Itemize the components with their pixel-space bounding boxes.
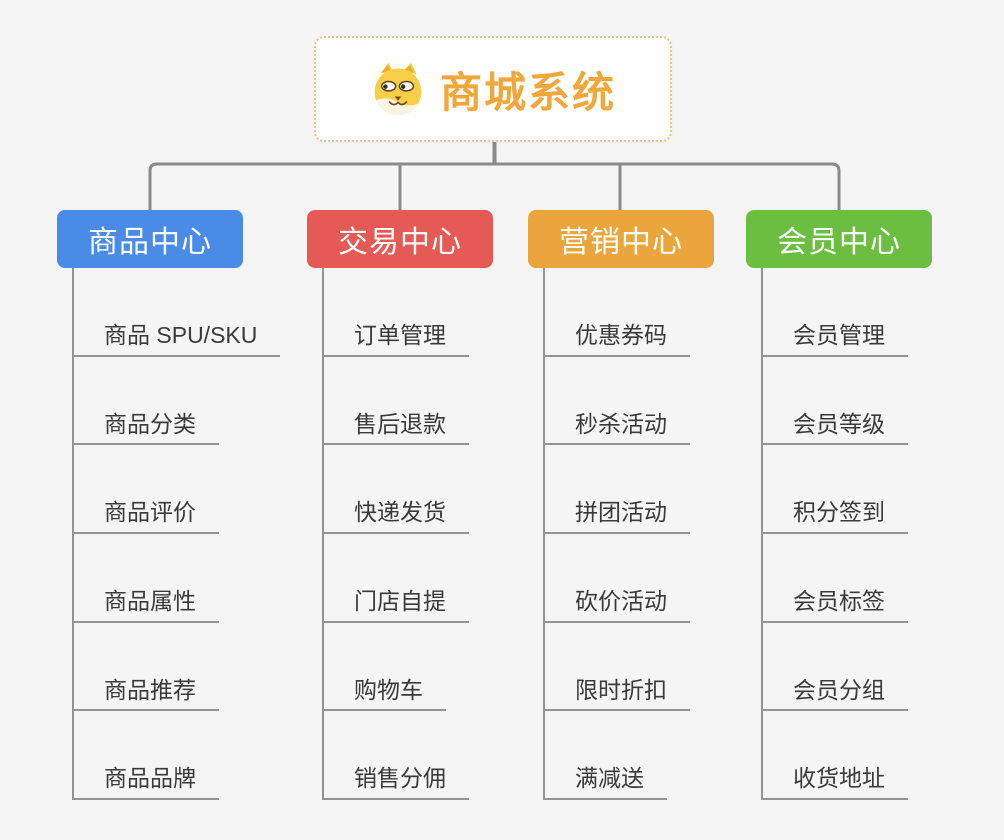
branch-item[interactable]: 销售分佣 <box>307 711 557 801</box>
branch-header-product[interactable]: 商品中心 <box>57 210 243 268</box>
branch-items-member: 会员管理 会员等级 积分签到 会员标签 会员分组 收货地址 <box>746 268 996 801</box>
branch-item[interactable]: 商品属性 <box>57 534 307 623</box>
branch-item[interactable]: 会员标签 <box>746 534 996 623</box>
branch-item-label: 商品属性 <box>72 587 219 623</box>
branch-items-product: 商品 SPU/SKU 商品分类 商品评价 商品属性 商品推荐 商品品牌 <box>57 268 307 801</box>
branch-item-label: 优惠券码 <box>543 321 690 357</box>
branch-marketing-center: 营销中心 优惠券码 秒杀活动 拼团活动 砍价活动 限时折扣 满减送 <box>528 210 778 801</box>
branch-member-center: 会员中心 会员管理 会员等级 积分签到 会员标签 会员分组 收货地址 <box>746 210 996 801</box>
branch-item[interactable]: 售后退款 <box>307 357 557 446</box>
branch-item-label: 秒杀活动 <box>543 410 690 446</box>
branch-item[interactable]: 满减送 <box>528 711 778 801</box>
branch-items-marketing: 优惠券码 秒杀活动 拼团活动 砍价活动 限时折扣 满减送 <box>528 268 778 801</box>
branch-item-label: 商品推荐 <box>72 676 219 712</box>
branch-item-label: 门店自提 <box>322 587 469 623</box>
branch-item-label: 会员等级 <box>761 410 908 446</box>
branch-item-label: 会员分组 <box>761 676 908 712</box>
dog-face-icon <box>374 62 422 116</box>
branch-item[interactable]: 订单管理 <box>307 268 557 357</box>
branch-item[interactable]: 收货地址 <box>746 711 996 801</box>
branch-item[interactable]: 优惠券码 <box>528 268 778 357</box>
branch-item-label: 购物车 <box>322 676 446 712</box>
root-node[interactable]: 商城系统 <box>314 36 672 142</box>
branch-header-member[interactable]: 会员中心 <box>746 210 932 268</box>
branch-item[interactable]: 商品推荐 <box>57 623 307 712</box>
branch-item[interactable]: 会员管理 <box>746 268 996 357</box>
branch-header-marketing[interactable]: 营销中心 <box>528 210 714 268</box>
branch-item[interactable]: 快递发货 <box>307 445 557 535</box>
branch-item[interactable]: 砍价活动 <box>528 534 778 623</box>
branch-items-trade: 订单管理 售后退款 快递发货 门店自提 购物车 销售分佣 <box>307 268 557 801</box>
branch-header-trade[interactable]: 交易中心 <box>307 210 493 268</box>
branch-item-label: 商品品牌 <box>72 764 219 801</box>
branch-item-label: 商品评价 <box>72 498 219 535</box>
branch-item[interactable]: 秒杀活动 <box>528 357 778 446</box>
branch-item-label: 积分签到 <box>761 498 908 535</box>
branch-item-label: 订单管理 <box>322 321 469 357</box>
branch-item[interactable]: 会员分组 <box>746 623 996 712</box>
branch-item[interactable]: 门店自提 <box>307 534 557 623</box>
branch-item-label: 满减送 <box>543 764 667 801</box>
branch-item-label: 商品 SPU/SKU <box>72 321 281 357</box>
branch-item[interactable]: 会员等级 <box>746 357 996 446</box>
branch-product-center: 商品中心 商品 SPU/SKU 商品分类 商品评价 商品属性 商品推荐 商品品牌 <box>57 210 307 801</box>
branch-item[interactable]: 购物车 <box>307 623 557 712</box>
branch-trade-center: 交易中心 订单管理 售后退款 快递发货 门店自提 购物车 销售分佣 <box>307 210 557 801</box>
branch-item-label: 售后退款 <box>322 410 469 446</box>
branch-item-label: 销售分佣 <box>322 764 469 801</box>
branch-item[interactable]: 商品评价 <box>57 445 307 535</box>
branch-item-label: 限时折扣 <box>543 676 690 712</box>
branch-item[interactable]: 积分签到 <box>746 445 996 535</box>
branch-item[interactable]: 商品分类 <box>57 357 307 446</box>
rail-line <box>148 162 841 210</box>
branch-item-label: 拼团活动 <box>543 498 690 535</box>
branch-item-label: 会员标签 <box>761 587 908 623</box>
branch-item[interactable]: 商品品牌 <box>57 711 307 801</box>
branch-item-label: 收货地址 <box>761 764 908 801</box>
branch-item-label: 会员管理 <box>761 321 908 357</box>
branch-item-label: 商品分类 <box>72 410 219 446</box>
branch-item[interactable]: 拼团活动 <box>528 445 778 535</box>
root-title: 商城系统 <box>439 68 616 116</box>
branch-item-label: 砍价活动 <box>543 587 690 623</box>
branch-item-label: 快递发货 <box>322 498 469 535</box>
branch-item[interactable]: 商品 SPU/SKU <box>57 268 307 357</box>
branch-item[interactable]: 限时折扣 <box>528 623 778 712</box>
